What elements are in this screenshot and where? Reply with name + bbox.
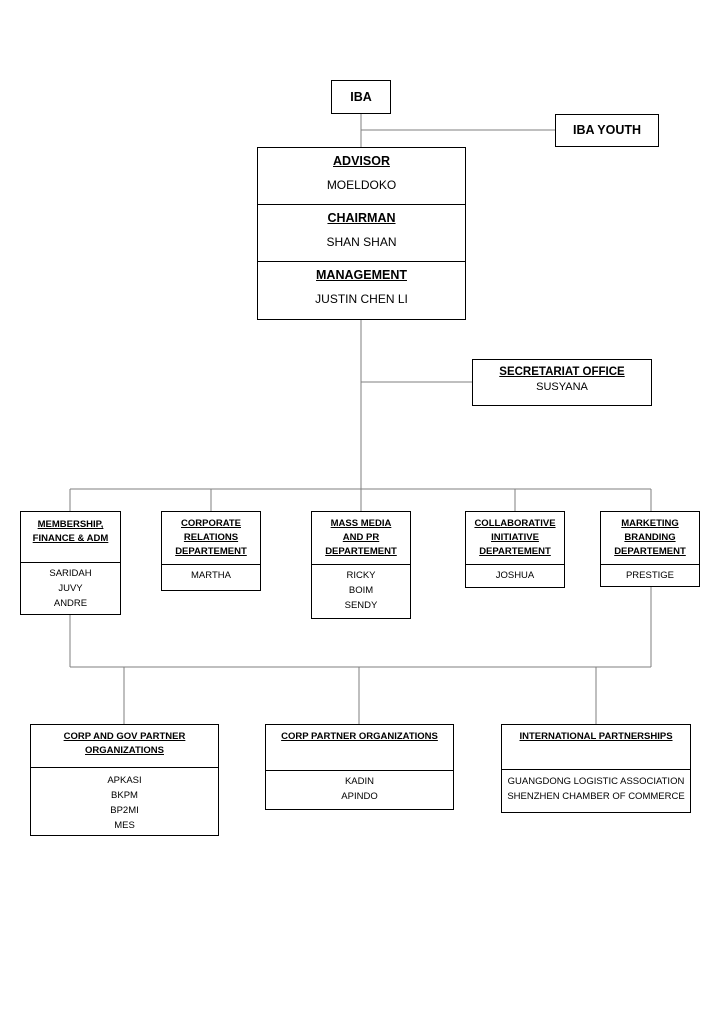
department-title: MARKETING BRANDING DEPARTEMENT — [601, 517, 699, 559]
department-title-line: AND PR — [342, 532, 380, 543]
member-name: SHENZHEN CHAMBER OF COMMERCE — [507, 791, 685, 802]
partner-title: CORP AND GOV PARTNER ORGANIZATIONS — [31, 730, 218, 758]
member-name: SENDY — [344, 600, 378, 611]
department-box: MARKETING BRANDING DEPARTEMENT PRESTIGE — [600, 511, 700, 587]
department-box: CORPORATE RELATIONS DEPARTEMENT MARTHA — [161, 511, 261, 591]
department-title-line: CORPORATE — [181, 518, 241, 529]
department-title-line: DEPARTEMENT — [325, 546, 397, 557]
department-title-line: DEPARTEMENT — [614, 546, 686, 557]
member-name: APKASI — [107, 775, 142, 786]
divider — [266, 770, 453, 771]
divider — [312, 564, 410, 565]
secretariat-title: SECRETARIAT OFFICE — [499, 366, 625, 378]
iba-youth-label: IBA YOUTH — [572, 123, 642, 137]
chairman-name: SHAN SHAN — [326, 235, 397, 249]
member-name: BP2MI — [110, 805, 139, 816]
divider — [502, 769, 690, 770]
partner-title-line: CORP PARTNER ORGANIZATIONS — [281, 731, 438, 742]
partner-box: INTERNATIONAL PARTNERSHIPS GUANGDONG LOG… — [501, 724, 691, 813]
department-box: MASS MEDIA AND PR DEPARTEMENT RICKY BOIM… — [311, 511, 411, 619]
member-name: JUVY — [58, 583, 83, 594]
advisor-name: MOELDOKO — [326, 178, 397, 192]
secretariat-box: SECRETARIAT OFFICE SUSYANA — [472, 359, 652, 406]
iba-youth-box: IBA YOUTH — [555, 114, 659, 147]
iba-label: IBA — [350, 90, 372, 104]
management-title: MANAGEMENT — [316, 268, 407, 282]
department-title-line: INITIATIVE — [491, 532, 539, 543]
iba-box: IBA — [331, 80, 391, 114]
management-section: MANAGEMENT JUSTIN CHEN LI — [258, 268, 465, 306]
department-title-line: MEMBERSHIP, — [37, 519, 104, 530]
member-name: JOSHUA — [495, 570, 535, 581]
department-members: MARTHA — [162, 568, 260, 583]
department-title: MEMBERSHIP, FINANCE & ADM — [21, 518, 120, 546]
member-name: KADIN — [344, 776, 375, 787]
department-members: PRESTIGE — [601, 568, 699, 583]
partner-title-line: ORGANIZATIONS — [85, 745, 164, 756]
department-title-line: MASS MEDIA — [330, 518, 392, 529]
leadership-box: ADVISOR MOELDOKO CHAIRMAN SHAN SHAN MANA… — [257, 147, 466, 320]
management-name: JUSTIN CHEN LI — [315, 292, 408, 306]
department-members: RICKY BOIM SENDY — [312, 568, 410, 613]
member-name: APINDO — [341, 791, 378, 802]
chairman-section: CHAIRMAN SHAN SHAN — [258, 211, 465, 249]
department-title-line: DEPARTEMENT — [479, 546, 551, 557]
advisor-section: ADVISOR MOELDOKO — [258, 154, 465, 192]
divider — [258, 204, 465, 205]
department-title-line: FINANCE & ADM — [32, 533, 109, 544]
divider — [162, 564, 260, 565]
department-title-line: BRANDING — [624, 532, 676, 543]
partner-title: INTERNATIONAL PARTNERSHIPS — [502, 730, 690, 744]
divider — [258, 261, 465, 262]
department-title: MASS MEDIA AND PR DEPARTEMENT — [312, 517, 410, 559]
partner-box: CORP AND GOV PARTNER ORGANIZATIONS APKAS… — [30, 724, 219, 836]
divider — [466, 564, 564, 565]
advisor-title: ADVISOR — [333, 154, 390, 168]
member-name: MES — [114, 820, 135, 831]
department-title-line: DEPARTEMENT — [175, 546, 247, 557]
chairman-title: CHAIRMAN — [327, 211, 396, 225]
department-title-line: COLLABORATIVE — [474, 518, 556, 529]
partner-title-line: CORP AND GOV PARTNER — [63, 731, 186, 742]
member-name: BKPM — [111, 790, 138, 801]
partner-members: KADIN APINDO — [266, 774, 453, 804]
partner-box: CORP PARTNER ORGANIZATIONS KADIN APINDO — [265, 724, 454, 810]
divider — [21, 562, 120, 563]
member-name: MARTHA — [191, 570, 231, 581]
department-title-line: MARKETING — [621, 518, 679, 529]
department-members: JOSHUA — [466, 568, 564, 583]
divider — [601, 564, 699, 565]
partner-members: APKASI BKPM BP2MI MES — [31, 773, 218, 833]
department-title: COLLABORATIVE INITIATIVE DEPARTEMENT — [466, 517, 564, 559]
member-name: PRESTIGE — [625, 570, 675, 581]
member-name: SARIDAH — [49, 568, 92, 579]
department-members: SARIDAH JUVY ANDRE — [21, 566, 120, 611]
department-title: CORPORATE RELATIONS DEPARTEMENT — [162, 517, 260, 559]
member-name: RICKY — [346, 570, 376, 581]
partner-members: GUANGDONG LOGISTIC ASSOCIATION SHENZHEN … — [502, 774, 690, 804]
secretariat-section: SECRETARIAT OFFICE SUSYANA — [473, 366, 651, 393]
partner-title: CORP PARTNER ORGANIZATIONS — [266, 730, 453, 744]
member-name: BOIM — [348, 585, 374, 596]
member-name: GUANGDONG LOGISTIC ASSOCIATION — [507, 776, 685, 787]
member-name: ANDRE — [53, 598, 88, 609]
department-title-line: RELATIONS — [183, 532, 239, 543]
department-box: MEMBERSHIP, FINANCE & ADM SARIDAH JUVY A… — [20, 511, 121, 615]
partner-title-line: INTERNATIONAL PARTNERSHIPS — [519, 731, 673, 742]
secretariat-name: SUSYANA — [536, 381, 588, 393]
divider — [31, 767, 218, 768]
department-box: COLLABORATIVE INITIATIVE DEPARTEMENT JOS… — [465, 511, 565, 588]
